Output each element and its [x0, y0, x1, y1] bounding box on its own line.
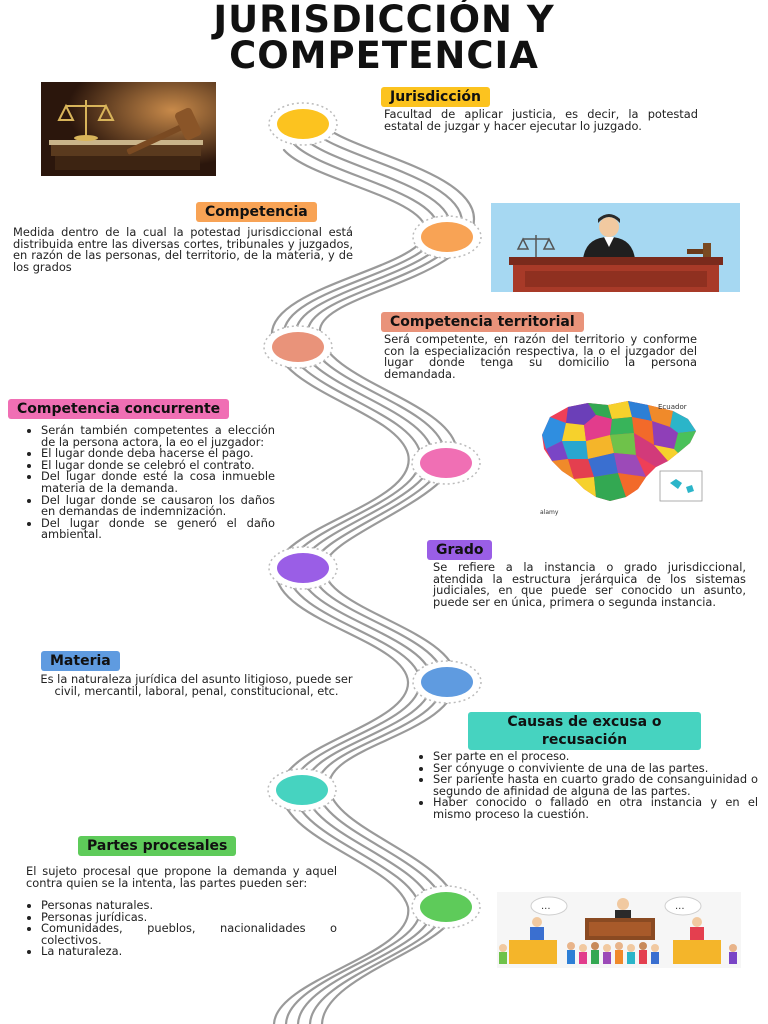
list-item: Personas jurídicas. [41, 911, 337, 924]
list-partes-procesales: Personas naturales. Personas jurídicas. … [25, 899, 337, 958]
timeline-dot-concurrente [411, 441, 481, 485]
label-materia: Materia [41, 651, 120, 671]
list-causas-excusa: Ser parte en el proceso. Ser cónyuge o c… [417, 750, 758, 821]
timeline-dot-materia [412, 660, 482, 704]
list-item: Personas naturales. [41, 899, 337, 912]
label-causas-excusa: Causas de excusa o recusación [468, 712, 701, 750]
text-jurisdiccion: Facultad de aplicar justicia, es decir, … [384, 107, 698, 133]
gavel-scales-image [41, 82, 216, 176]
timeline-dot-causas [267, 768, 337, 812]
label-causas-line-1: Causas de excusa o [507, 714, 662, 730]
list-item: Haber conocido o fallado en otra instanc… [433, 797, 758, 820]
list-item: Comunidades, pueblos, nacionalidades o c… [41, 922, 337, 946]
map-watermark: alamy [540, 509, 559, 516]
judge-image [491, 203, 740, 292]
text-partes-intro: El sujeto procesal que propone la demand… [26, 864, 337, 890]
timeline-dot-jurisdiccion [268, 102, 338, 146]
title-line-1: JURISDICCIÓN Y [213, 0, 555, 41]
label-jurisdiccion: Jurisdicción [381, 87, 491, 107]
courtroom-crowd-image: ... ... [497, 892, 741, 968]
list-item: El lugar donde se celebró el contrato. [41, 459, 275, 472]
text-competencia-territorial: Será competente, en razón del territorio… [384, 332, 697, 381]
list-item: El lugar donde deba hacerse el pago. [41, 448, 275, 460]
title-line-2: COMPETENCIA [229, 34, 539, 77]
text-materia: Es la naturaleza jurídica del asunto lit… [40, 672, 353, 698]
list-item: Ser parte en el proceso. [433, 750, 758, 763]
timeline-dot-grado [268, 546, 338, 590]
list-item: Del lugar donde se generó el daño ambien… [41, 517, 275, 541]
list-item: Del lugar donde se causaron los daños en… [41, 494, 275, 518]
page-title: JURISDICCIÓN Y COMPETENCIA [0, 0, 768, 77]
label-competencia-territorial: Competencia territorial [381, 312, 584, 332]
timeline-dot-territorial [263, 325, 333, 369]
ecuador-map-image: Ecuador alamy [528, 397, 714, 516]
label-causas-line-2: recusación [541, 732, 628, 748]
speech-bubble-left: ... [541, 901, 551, 912]
list-item: Serán también competentes a elección de … [41, 424, 275, 448]
text-competencia: Medida dentro de la cual la potestad jur… [13, 225, 353, 274]
timeline-dot-competencia [412, 215, 482, 259]
list-item: Ser pariente hasta en cuarto grado de co… [433, 773, 758, 797]
text-grado: Se refiere a la instancia o grado jurisd… [433, 560, 746, 609]
list-item: Del lugar donde esté la cosa inmueble ma… [41, 471, 275, 494]
label-competencia-concurrente: Competencia concurrente [8, 399, 230, 419]
label-competencia: Competencia [196, 202, 317, 222]
speech-bubble-right: ... [675, 901, 685, 912]
list-item: La naturaleza. [41, 946, 337, 958]
label-grado: Grado [427, 540, 493, 560]
map-country-label: Ecuador [658, 403, 687, 411]
timeline-dot-partes [411, 885, 481, 929]
list-competencia-concurrente: Serán también competentes a elección de … [25, 424, 275, 541]
label-partes-procesales: Partes procesales [78, 836, 237, 856]
list-item: Ser cónyuge o conviviente de una de las … [433, 762, 758, 775]
